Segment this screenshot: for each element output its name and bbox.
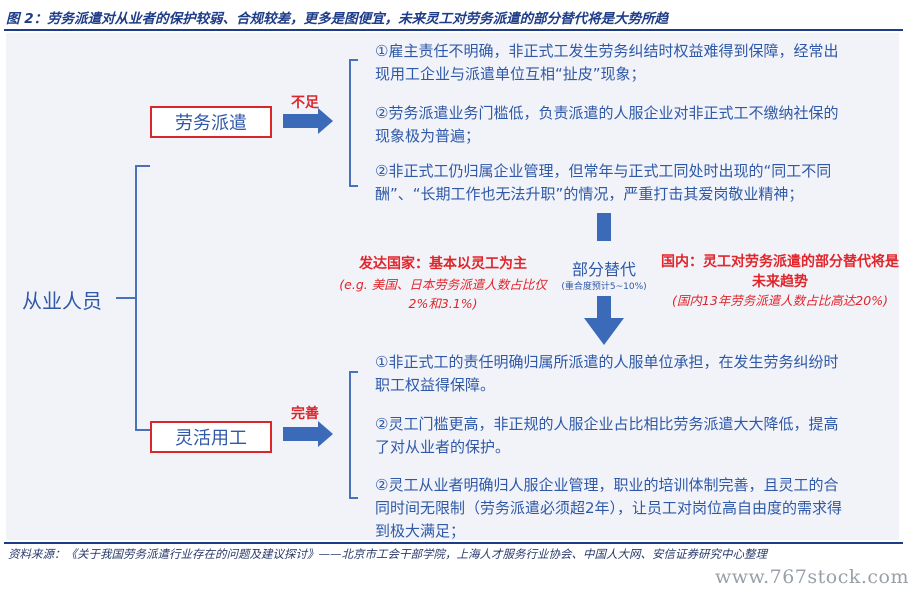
dispatch-point-2: ②劳务派遣业务门槛低，负责派遣的人服企业对非正式工不缴纳社保的现象极为普遍； (375, 104, 839, 145)
dispatch-arrow (283, 108, 333, 134)
domestic-heading: 国内：灵工对劳务派遣的部分替代将是未来趋势 (661, 254, 899, 290)
title-rule (4, 29, 903, 31)
replacement-label: 部分替代 (571, 260, 636, 279)
dispatch-bracket (349, 59, 358, 187)
dispatch-label: 劳务派遣 (175, 113, 247, 134)
source-note: 资料来源：《关于我国劳务派遣行业存在的问题及建议探讨》——北京市工会干部学院，上… (8, 547, 767, 561)
replacement-bar-top (597, 213, 611, 241)
root-label: 从业人员 (22, 289, 102, 313)
flexible-point-3: ②灵工从业者明确归人服企业管理，职业的培训体制完善，且灵工的合同时间无限制（劳务… (375, 476, 843, 540)
flexible-point-2: ②灵工门槛更高，非正规的人服企业占比相比劳务派遣大大降低，提高了对从业者的保护。 (375, 415, 839, 456)
root-bracket (135, 165, 150, 431)
watermark: www.767stock.com (715, 566, 909, 588)
dispatch-point-3: ②非正式工仍归属企业管理，但常年与正式工同处时出现的“同工不同酬”、“长期工作也… (375, 162, 832, 203)
bottom-rule (4, 542, 903, 544)
developed-note: (e.g. 美国、日本劳务派遣人数占比仅2%和3.1%) (339, 277, 547, 311)
replacement-sublabel: (重合度预计5~10%) (561, 282, 647, 292)
flexible-arrow-label: 完善 (291, 406, 319, 422)
dispatch-arrow-label: 不足 (291, 95, 319, 111)
flexible-box: 灵活用工 (150, 421, 272, 453)
dispatch-point-1: ①雇主责任不明确，非正式工发生劳务纠结时权益难得到保障，经常出现用工企业与派遣单… (375, 42, 839, 83)
developed-heading: 发达国家：基本以灵工为主 (359, 256, 527, 272)
dispatch-box: 劳务派遣 (150, 106, 272, 138)
flexible-bracket (349, 371, 358, 499)
flexible-point-1: ①非正式工的责任明确归属所派遣的人服单位承担，在发生劳务纠纷时职工权益得保障。 (375, 353, 839, 394)
figure-title: 图 2：劳务派遣对从业者的保护较弱、合规较差，更多是图便宜，未来灵工对劳务派遣的… (6, 11, 669, 27)
flexible-arrow (283, 421, 333, 447)
replacement-down-arrow (584, 296, 624, 345)
domestic-note: (国内13年劳务派遣人数占比高达20%) (672, 293, 888, 308)
flexible-label: 灵活用工 (175, 428, 247, 449)
